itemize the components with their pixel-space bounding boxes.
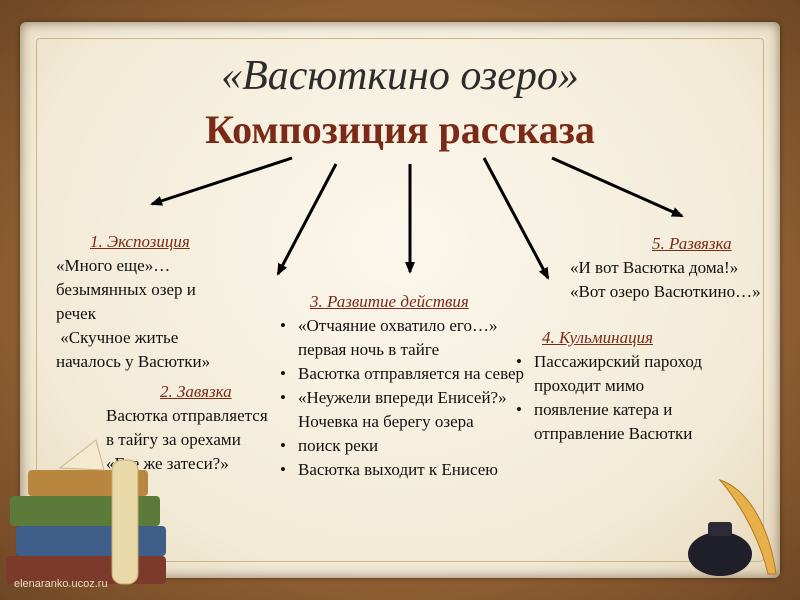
rising-action-item: Васютка отправляется на север xyxy=(276,362,526,386)
inkwell-icon xyxy=(688,532,752,576)
plot-start-line: Васютка отправляется xyxy=(106,406,268,425)
exposition-heading: 1. Экспозиция xyxy=(90,232,190,251)
rising-action-item: «Отчаяние охватило его…» первая ночь в т… xyxy=(276,314,526,362)
arrow-to-resolution xyxy=(551,156,684,218)
page-title: «Васюткино озеро» xyxy=(221,53,579,99)
quill-icon xyxy=(718,478,777,575)
rising-action-heading: 3. Развитие действия xyxy=(310,292,469,311)
exposition-line: «Много еще»… xyxy=(56,256,171,275)
climax-block: 4. Кульминация Пассажирский пароход прох… xyxy=(512,326,712,446)
plot-start-line: в тайгу за орехами xyxy=(106,430,241,449)
resolution-line: «И вот Васютка дома!» xyxy=(570,258,739,277)
site-credit: elenaranko.ucoz.ru xyxy=(14,578,108,590)
climax-list: Пассажирский пароход проходит мимо появл… xyxy=(512,350,712,446)
rising-action-item: поиск реки xyxy=(276,434,526,458)
books-illustration xyxy=(6,439,166,585)
resolution-heading: 5. Развязка xyxy=(652,234,732,253)
inkwell-neck xyxy=(708,522,732,536)
resolution-block: 5. Развязка «И вот Васютка дома!» «Вот о… xyxy=(570,232,790,304)
resolution-line: «Вот озеро Васюткино…» xyxy=(570,282,761,301)
climax-item: появление катера и отправление Васютки xyxy=(512,398,712,446)
plot-start-heading: 2. Завязка xyxy=(160,382,232,401)
rising-action-block: 3. Развитие действия «Отчаяние охватило … xyxy=(276,290,526,482)
inkwell-illustration xyxy=(688,478,777,576)
inner-border xyxy=(36,38,764,562)
page-subtitle: Композиция рассказа xyxy=(205,107,595,152)
arrow-to-exposition xyxy=(150,156,293,206)
climax-heading: 4. Кульминация xyxy=(542,328,653,347)
book-blue xyxy=(16,526,166,556)
climax-item: Пассажирский пароход проходит мимо xyxy=(512,350,712,398)
arrow-to-climax xyxy=(482,157,550,280)
exposition-line: безымянных озер и xyxy=(56,280,196,299)
exposition-line: речек xyxy=(56,304,96,323)
rising-action-list: «Отчаяние охватило его…» первая ночь в т… xyxy=(276,314,526,482)
open-book-page xyxy=(58,439,105,471)
arrow-to-plot-start xyxy=(276,163,338,276)
rising-action-item: Васютка выходит к Енисею xyxy=(276,458,526,482)
exposition-line: «Скучное житье xyxy=(56,328,179,347)
scroll-icon xyxy=(111,459,139,585)
exposition-block: 1. Экспозиция «Много еще»… безымянных оз… xyxy=(56,230,286,374)
rising-action-item: «Неужели впереди Енисей?» Ночевка на бер… xyxy=(276,386,526,434)
exposition-line: началось у Васютки» xyxy=(56,352,211,371)
